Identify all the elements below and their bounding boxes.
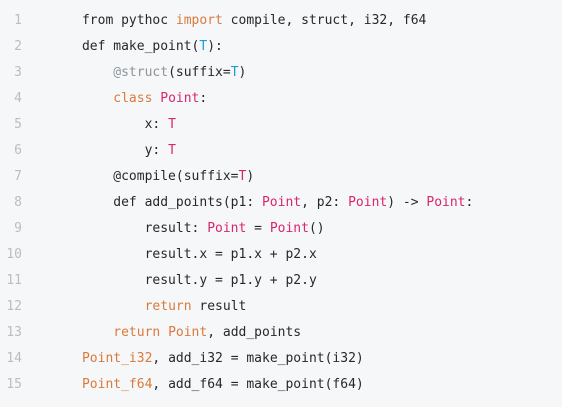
line-code: result: Point = Point() xyxy=(35,206,562,251)
line-code: from pythoc import compile, struct, i32,… xyxy=(35,0,562,43)
line-code: y: T xyxy=(35,128,562,173)
code-token: import xyxy=(175,12,223,28)
code-token: Point xyxy=(168,324,208,340)
code-token: Point xyxy=(269,220,309,236)
line-number: 8 xyxy=(14,194,22,210)
code-line-6: 6 y: T xyxy=(0,137,562,163)
line-code: x: T xyxy=(35,102,562,147)
code-token: result xyxy=(191,298,247,314)
line-number: 4 xyxy=(14,90,22,106)
code-token: @compile(suffix= xyxy=(81,168,239,184)
code-token: Point xyxy=(348,194,388,210)
code-token: () xyxy=(308,220,325,236)
code-line-3: 3 @struct(suffix=T) xyxy=(0,59,562,85)
code-token: result.x = p1.x + p2.x xyxy=(81,246,317,262)
code-token: Point xyxy=(207,220,247,236)
line-number: 3 xyxy=(14,64,22,80)
line-number: 9 xyxy=(14,220,22,236)
code-token: T xyxy=(168,142,176,158)
code-token: , p2: xyxy=(301,194,349,210)
code-line-9: 9 result: Point = Point() xyxy=(0,215,562,241)
code-token: T xyxy=(238,168,247,184)
code-token: ) -> xyxy=(387,194,427,210)
code-token: T xyxy=(168,116,176,132)
line-number: 12 xyxy=(6,298,22,314)
code-line-8: 8 def add_points(p1: Point, p2: Point) -… xyxy=(0,189,562,215)
line-number: 15 xyxy=(6,376,22,392)
code-token: result.y = p1.y + p2.y xyxy=(81,272,317,288)
line-code: def make_point(T): xyxy=(35,24,562,69)
code-token: Point xyxy=(426,194,466,210)
line-number: 5 xyxy=(14,116,22,132)
code-line-1: 1 from pythoc import compile, struct, i3… xyxy=(0,7,562,33)
code-token: : xyxy=(199,90,208,106)
line-number: 7 xyxy=(14,168,22,184)
code-token: from pythoc xyxy=(81,12,176,28)
code-token: compile, struct, i32, f64 xyxy=(222,12,427,28)
code-token: Point_i32 xyxy=(81,350,153,366)
code-line-15: 15 Point_f64, add_f64 = make_point(f64) xyxy=(0,371,562,397)
code-line-4: 4 class Point: xyxy=(0,85,562,111)
line-code: return Point, add_points xyxy=(35,310,562,355)
code-token: (suffix= xyxy=(168,64,231,80)
code-line-5: 5 x: T xyxy=(0,111,562,137)
line-number: 10 xyxy=(6,246,22,262)
code-token: Point xyxy=(160,90,200,106)
code-token: Point_f64 xyxy=(81,376,153,392)
code-line-2: 2 def make_point(T): xyxy=(0,33,562,59)
code-token: def make_point( xyxy=(81,38,200,54)
code-line-10: 10 result.x = p1.x + p2.x xyxy=(0,241,562,267)
line-code: return result xyxy=(35,284,562,329)
code-token: y: xyxy=(81,142,169,158)
code-line-13: 13 return Point, add_points xyxy=(0,319,562,345)
code-token: T xyxy=(230,64,239,80)
line-number: 11 xyxy=(6,272,22,288)
code-token: , add_i32 = make_point(i32) xyxy=(152,350,364,366)
code-token: , add_f64 = make_point(f64) xyxy=(152,376,364,392)
code-token: result: xyxy=(81,220,208,236)
code-line-11: 11 result.y = p1.y + p2.y xyxy=(0,267,562,293)
code-token: Point xyxy=(261,194,302,210)
line-code: result.x = p1.x + p2.x xyxy=(35,232,562,277)
code-token: @struct xyxy=(113,64,169,80)
line-number: 1 xyxy=(14,12,22,28)
code-token: = xyxy=(246,220,270,236)
line-code: @compile(suffix=T) xyxy=(35,154,562,199)
line-code: def add_points(p1: Point, p2: Point) -> … xyxy=(35,180,562,225)
line-number: 2 xyxy=(14,38,22,54)
code-token: T xyxy=(199,38,208,54)
line-code: @struct(suffix=T) xyxy=(35,50,562,95)
line-number: 6 xyxy=(14,142,22,158)
code-line-14: 14 Point_i32, add_i32 = make_point(i32) xyxy=(0,345,562,371)
line-number: 13 xyxy=(6,324,22,340)
code-line-7: 7 @compile(suffix=T) xyxy=(0,163,562,189)
code-token: def add_points(p1: xyxy=(81,194,262,210)
code-token: x: xyxy=(81,116,169,132)
line-code: Point_f64, add_f64 = make_point(f64) xyxy=(35,362,562,407)
code-token: class xyxy=(113,90,153,106)
code-token: return xyxy=(144,298,192,314)
code-token: ): xyxy=(207,38,223,54)
code-token: ) xyxy=(238,64,247,80)
code-token: : xyxy=(465,194,474,210)
code-token: ) xyxy=(246,168,255,184)
code-token: return xyxy=(113,324,161,340)
code-line-12: 12 return result xyxy=(0,293,562,319)
code-token: , add_points xyxy=(207,324,302,340)
line-code: class Point: xyxy=(35,76,562,121)
line-number: 14 xyxy=(6,350,22,366)
line-code: Point_i32, add_i32 = make_point(i32) xyxy=(35,336,562,381)
line-code: result.y = p1.y + p2.y xyxy=(35,258,562,303)
